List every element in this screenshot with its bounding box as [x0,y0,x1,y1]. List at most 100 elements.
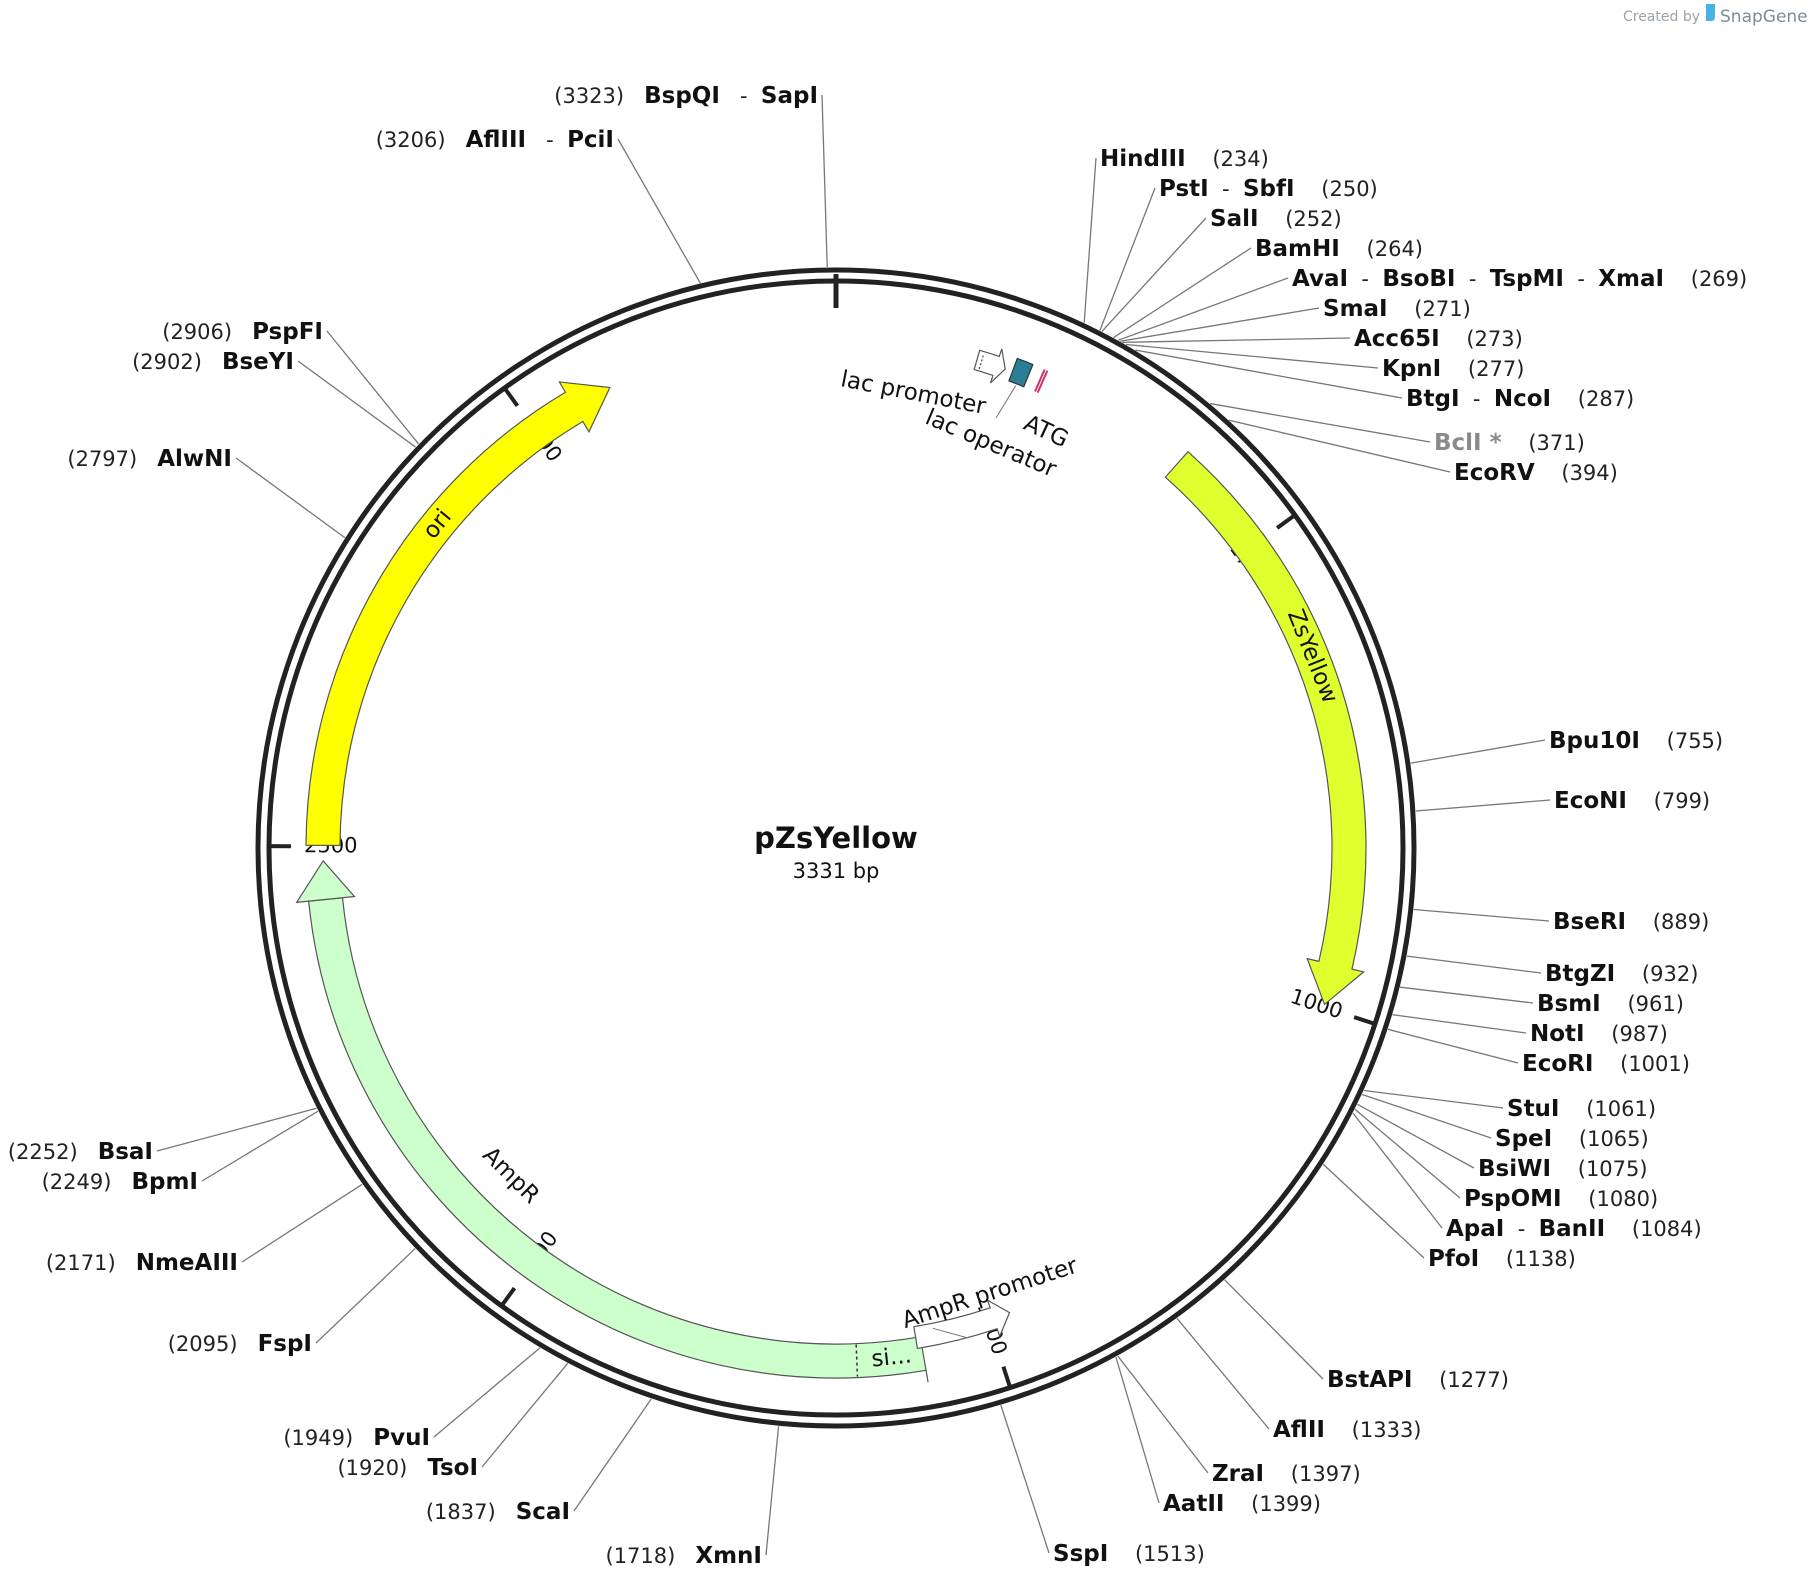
site-label-spei: SpeI (1065) [1495,1126,1649,1152]
site-position: (287) [1551,387,1634,411]
site-label-smai: SmaI (271) [1323,296,1471,322]
site-label-apai-banii: ApaI - BanII (1084) [1446,1216,1702,1242]
site-position: (1080) [1562,1187,1659,1211]
site-position: (1277) [1412,1368,1509,1392]
site-leader-bsai [156,1107,317,1152]
site-label-bstapi: BstAPI (1277) [1327,1367,1509,1393]
site-position: (2902) [132,350,222,374]
atg-mark-2 [1036,370,1049,394]
site-leader-smai [1120,307,1320,342]
site-position: (1397) [1264,1462,1361,1486]
tick-mark-1500 [1001,1366,1013,1391]
site-leader-bamhi [1113,247,1252,339]
credit-brand: SnapGene [1720,7,1808,27]
site-leader-bseyi [297,360,416,448]
site-label-pvui: (1949) PvuI [283,1425,430,1451]
site-enzyme-name: BtgI [1406,386,1460,412]
site-enzyme-name: HindIII [1100,146,1186,172]
site-leader-stui [1363,1089,1504,1109]
site-position: (2906) [162,320,252,344]
site-leader-pvui [433,1347,541,1438]
site-position: (252) [1259,207,1342,231]
site-leader-scai [573,1398,652,1512]
site-leader-bsmi [1400,986,1534,1004]
site-enzyme-name: SapI [761,83,818,109]
site-leader-tsoi [481,1362,569,1468]
site-position: (1001) [1593,1052,1690,1076]
site-enzyme-name: PspFI [252,319,323,345]
site-leader-nmeaiii [241,1183,363,1263]
site-enzyme-name: FspI [258,1331,312,1357]
site-position: (1333) [1325,1418,1422,1442]
site-enzyme-name: BtgZI [1545,961,1615,987]
site-leader-bseri [1413,908,1550,922]
site-enzyme-name: SpeI [1495,1126,1552,1152]
site-enzyme-name: BstAPI [1327,1367,1412,1393]
site-position: - [720,84,761,108]
site-leader-pfoi [1322,1163,1425,1259]
site-label-stui: StuI (1061) [1507,1096,1656,1122]
site-position: (1837) [426,1500,516,1524]
site-label-bspqi-sapi: (3323) BspQI - SapI [554,83,818,109]
site-enzyme-name: TspMI [1490,266,1564,292]
site-position: (250) [1295,177,1378,201]
site-position: - [1348,267,1382,291]
ampr-promoter-leader [932,1327,969,1339]
site-position: - [1455,267,1489,291]
site-position: (2171) [46,1251,136,1275]
site-enzyme-name: BclI * [1434,430,1502,456]
site-enzyme-name: PspOMI [1464,1186,1562,1212]
site-label-bpmi: (2249) BpmI [42,1169,198,1195]
site-label-psti-sbfi: PstI - SbfI (250) [1159,176,1378,202]
plasmid-title: pZsYellow [754,821,918,855]
site-enzyme-name: PciI [567,127,614,153]
site-label-aflii: AflII (1333) [1273,1417,1422,1443]
site-leader-pspfi [326,330,420,445]
snapgene-logo-icon [1706,4,1715,21]
atg-mark-1 [1034,369,1046,392]
site-position: - [526,128,567,152]
site-position: (394) [1535,461,1618,485]
site-label-afliii-pcii: (3206) AflIII - PciI [376,127,614,153]
site-leader-alwni [235,457,346,539]
ampr-arrowhead [295,859,356,904]
site-position: (1061) [1560,1097,1657,1121]
site-leader-pspomi [1354,1108,1461,1199]
site-leader-btgzi [1406,955,1542,974]
site-label-ecorv: EcoRV (394) [1454,460,1618,486]
site-leader-bsiwi [1357,1103,1475,1169]
site-label-nmeaiii: (2171) NmeAIII [46,1250,238,1276]
site-enzyme-name: NmeAIII [136,1250,238,1276]
site-leader-bpmi [201,1110,319,1182]
site-label-pspomi: PspOMI (1080) [1464,1186,1658,1212]
site-position: - [1564,267,1598,291]
site-enzyme-name: AlwNI [157,446,232,472]
site-leader-econi [1415,799,1551,812]
site-label-bsai: (2252) BsaI [8,1139,153,1165]
site-enzyme-name: PfoI [1428,1246,1479,1272]
site-enzyme-name: Bpu10I [1549,728,1640,754]
site-leader-bpu10i [1410,739,1546,764]
site-label-xmni: (1718) XmnI [606,1543,763,1569]
site-enzyme-name: BsoBI [1382,266,1455,292]
signal-seq-divider [855,1344,859,1377]
site-enzyme-name: ApaI [1446,1216,1504,1242]
site-position: (961) [1601,992,1684,1016]
signal-seq-label: si... [870,1342,913,1372]
site-enzyme-name: PstI [1159,176,1209,202]
site-position: (273) [1440,327,1523,351]
site-leader-zrai [1117,1355,1209,1474]
tick-mark-2000 [498,1286,517,1309]
site-label-pfoi: PfoI (1138) [1428,1246,1576,1272]
site-enzyme-name: NcoI [1494,386,1551,412]
site-label-avai-bsobi-tspmi-xmai: AvaI - BsoBI - TspMI - XmaI (269) [1292,266,1747,292]
site-enzyme-name: EcoRI [1522,1051,1593,1077]
site-position: (1399) [1224,1492,1321,1516]
site-enzyme-name: BsiWI [1478,1156,1551,1182]
site-leader-apai-banii [1352,1112,1443,1229]
site-enzyme-name: BspQI [644,83,720,109]
site-enzyme-name: EcoRV [1454,460,1535,486]
site-leader-bcli [1210,402,1431,443]
site-leader-btgi-ncoi [1135,349,1403,399]
